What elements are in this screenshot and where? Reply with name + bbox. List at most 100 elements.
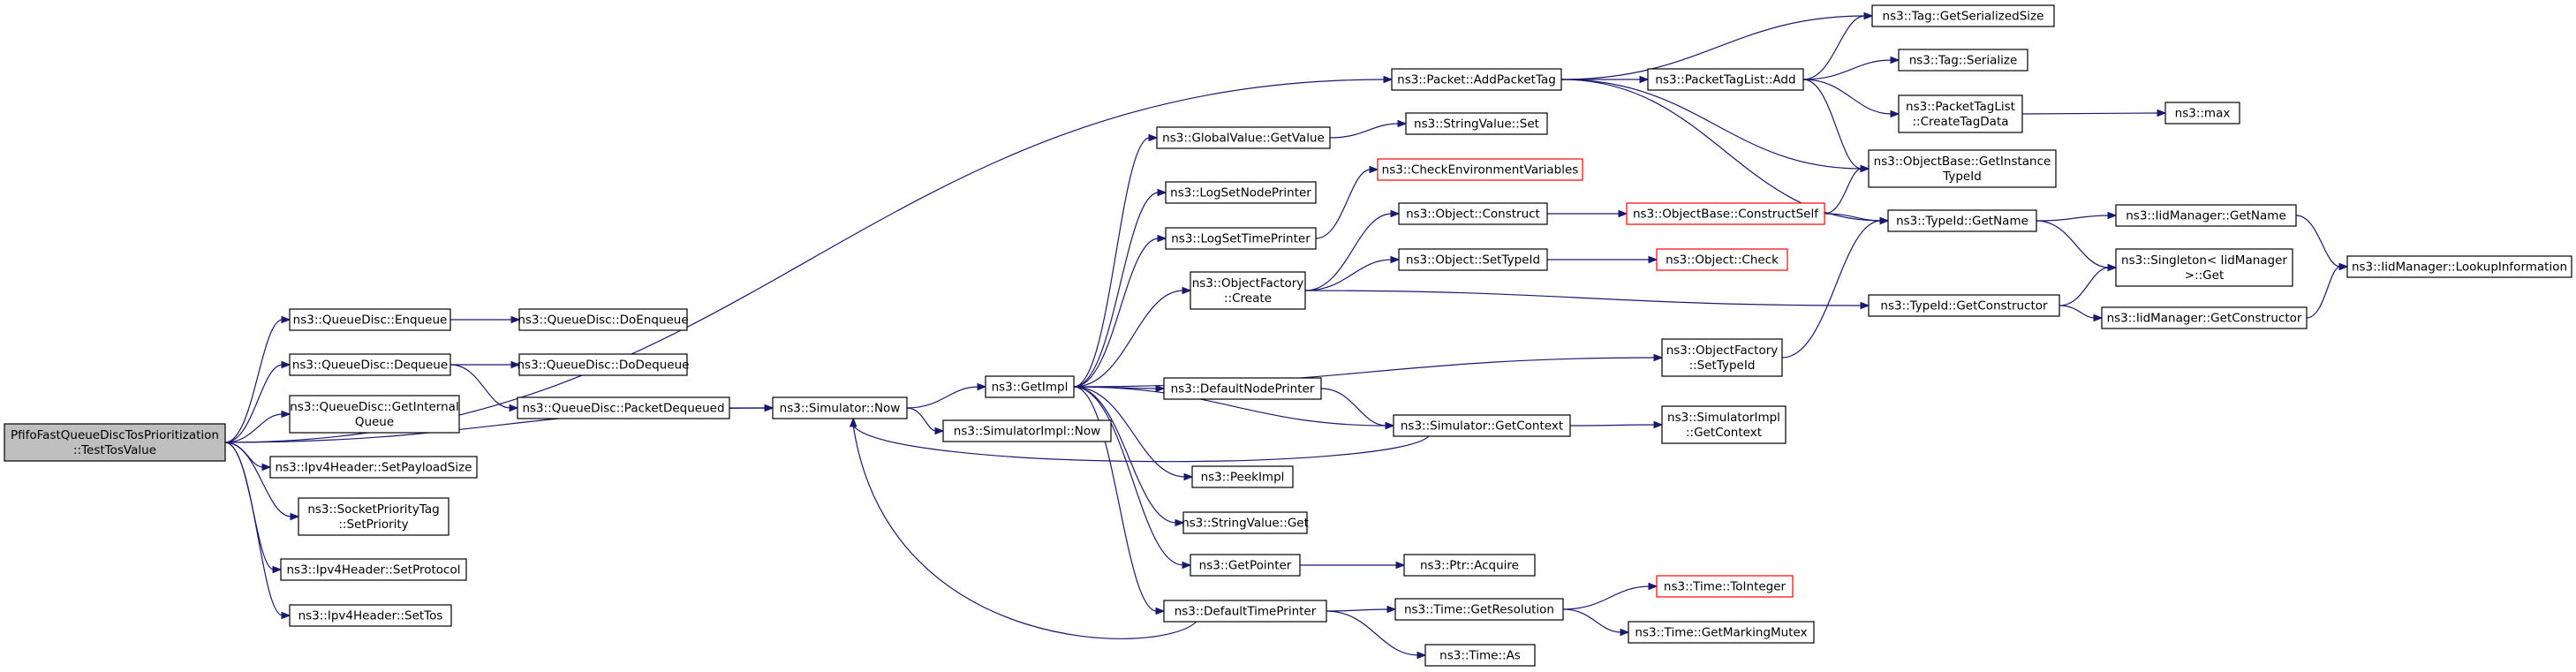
node-defaulttimeprinter[interactable]: ns3::DefaultTimePrinter xyxy=(1163,600,1327,623)
node-doenqueue[interactable]: ns3::QueueDisc::DoEnqueue xyxy=(517,308,689,331)
node-globalvalueget[interactable]: ns3::GlobalValue::GetValue xyxy=(1156,126,1331,149)
node-lookupinfo[interactable]: ns3::IidManager::LookupInformation xyxy=(2346,255,2572,278)
node-label: ns3::ObjectFactory xyxy=(1192,276,1304,291)
node-typeidgetname[interactable]: ns3::TypeId::GetName xyxy=(1887,209,2037,232)
edge-arrowhead xyxy=(2107,263,2118,272)
edge-line xyxy=(2059,305,2096,319)
node-label: ::Create xyxy=(1224,291,1272,306)
edge-getimpl-to-peekimpl xyxy=(1073,386,1194,481)
node-box xyxy=(1377,158,1583,181)
edge-line xyxy=(1802,79,1892,115)
edges-layer xyxy=(224,11,2349,660)
node-label: ns3::PacketTagList xyxy=(1906,100,2015,114)
node-label: ns3::Simulator::Now xyxy=(780,402,901,416)
edge-arrowhead xyxy=(510,315,521,324)
edge-arrowhead xyxy=(2093,313,2104,322)
node-stringvalueget[interactable]: ns3::StringValue::Get xyxy=(1182,511,1309,534)
node-simnow[interactable]: ns3::Simulator::Now xyxy=(772,396,908,419)
node-simgetcontext[interactable]: ns3::Simulator::GetContext xyxy=(1393,414,1571,437)
node-defaultnodeprinter[interactable]: ns3::DefaultNodePrinter xyxy=(1163,377,1322,400)
node-packetdequeued[interactable]: ns3::QueueDisc::PacketDequeued xyxy=(517,396,730,419)
node-addpackettag[interactable]: ns3::Packet::AddPacketTag xyxy=(1391,68,1562,91)
node-dodequeue[interactable]: ns3::QueueDisc::DoDequeue xyxy=(517,353,690,376)
edge-line xyxy=(224,442,264,468)
node-simimplnow[interactable]: ns3::SimulatorImpl::Now xyxy=(942,419,1112,442)
edge-arrowhead xyxy=(281,410,291,419)
node-label: ns3::Object::Check xyxy=(1666,253,1779,268)
node-box xyxy=(1165,181,1317,204)
node-timegetmarkingmutex[interactable]: ns3::Time::GetMarkingMutex xyxy=(1628,621,1815,644)
edge-arrowhead xyxy=(281,611,291,620)
edge-arrowhead xyxy=(2157,109,2167,117)
node-label: ns3::Tag::GetSerializedSize xyxy=(1883,10,2044,24)
edge-timegetresolution-to-timetointeger xyxy=(1562,582,1658,610)
node-simimplgetcontext[interactable]: ns3::SimulatorImpl::GetContext xyxy=(1661,405,1787,444)
node-setprotocol[interactable]: ns3::Ipv4Header::SetProtocol xyxy=(280,558,467,581)
node-label: ::GetContext xyxy=(1686,426,1762,440)
edge-dequeue-to-dodequeue xyxy=(449,360,521,369)
node-constructself[interactable]: ns3::ObjectBase::ConstructSelf xyxy=(1626,202,1825,225)
node-checkenv[interactable]: ns3::CheckEnvironmentVariables xyxy=(1377,158,1583,181)
node-objfactcreate[interactable]: ns3::ObjectFactory::Create xyxy=(1190,271,1306,310)
node-nsmax[interactable]: ns3::max xyxy=(2164,102,2240,125)
node-label: TypeId xyxy=(1942,170,1982,184)
node-packettaglistadd[interactable]: ns3::PacketTagList::Add xyxy=(1647,68,1804,91)
node-timetointeger[interactable]: ns3::Time::ToInteger xyxy=(1656,575,1794,598)
node-label: ns3::SimulatorImpl::Now xyxy=(954,425,1100,439)
node-dequeue[interactable]: ns3::QueueDisc::Dequeue xyxy=(289,353,451,376)
node-tagserializedsize[interactable]: ns3::Tag::GetSerializedSize xyxy=(1871,4,2055,27)
node-setpriority[interactable]: ns3::SocketPriorityTag::SetPriority xyxy=(298,497,449,536)
edge-arrowhead xyxy=(764,404,774,412)
node-stringvalueset[interactable]: ns3::StringValue::Set xyxy=(1405,112,1548,135)
node-box xyxy=(2346,255,2572,278)
edge-simgetcontext-to-simnow xyxy=(849,417,1430,463)
edge-line xyxy=(1326,610,1419,656)
node-createtagdata[interactable]: ns3::PacketTagList::CreateTagData xyxy=(1898,94,2023,133)
node-objfactsettypeid[interactable]: ns3::ObjectFactory::SetTypeId xyxy=(1661,338,1783,377)
node-iidgetconstructor[interactable]: ns3::IidManager::GetConstructor xyxy=(2101,306,2308,329)
edge-iidgetname-to-lookupinfo xyxy=(2295,215,2349,271)
node-setpayloadsize[interactable]: ns3::Ipv4Header::SetPayloadSize xyxy=(269,456,478,479)
node-label: ns3::QueueDisc::PacketDequeued xyxy=(522,402,724,416)
node-typeidgetconstructor[interactable]: ns3::TypeId::GetConstructor xyxy=(1868,294,2060,317)
node-ptracquire[interactable]: ns3::Ptr::Acquire xyxy=(1403,554,1536,577)
edge-constructself-to-getinstancetypeid xyxy=(1824,164,1870,215)
node-label: Queue xyxy=(355,415,394,429)
node-box xyxy=(1190,554,1301,577)
node-settos[interactable]: ns3::Ipv4Header::SetTos xyxy=(289,604,452,627)
node-box xyxy=(1182,511,1308,534)
edge-packettaglistadd-to-tagserialize xyxy=(1802,56,1900,80)
edge-globalvalueget-to-stringvalueset xyxy=(1329,119,1408,139)
edge-getimpl-to-logtimeprinter xyxy=(1073,234,1167,388)
node-logtimeprinter[interactable]: ns3::LogSetTimePrinter xyxy=(1165,227,1317,250)
node-enqueue[interactable]: ns3::QueueDisc::Enqueue xyxy=(289,308,451,331)
node-timegetresolution[interactable]: ns3::Time::GetResolution xyxy=(1394,598,1564,621)
node-objconstruct[interactable]: ns3::Object::Construct xyxy=(1398,202,1548,225)
edge-line xyxy=(1560,15,1866,80)
node-singletonget[interactable]: ns3::Singleton< IidManager >::Get xyxy=(2115,248,2293,287)
node-root[interactable]: PfifoFastQueueDiscTosPrioritization::Tes… xyxy=(4,423,226,462)
node-tagserialize[interactable]: ns3::Tag::Serialize xyxy=(1898,49,2028,72)
node-getpointer[interactable]: ns3::GetPointer xyxy=(1190,554,1301,577)
edge-line xyxy=(1562,608,1622,633)
edge-getimpl-to-getpointer xyxy=(1073,386,1192,570)
node-objsettypeid[interactable]: ns3::Object::SetTypeId xyxy=(1398,248,1548,271)
edge-arrowhead xyxy=(1157,234,1167,243)
edge-getpointer-to-ptracquire xyxy=(1299,561,1406,570)
edge-typeidgetname-to-iidgetname xyxy=(2036,211,2118,222)
node-lognodeprinter[interactable]: ns3::LogSetNodePrinter xyxy=(1165,181,1317,204)
node-timeas[interactable]: ns3::Time::As xyxy=(1424,644,1536,667)
node-label: ns3::PeekImpl xyxy=(1201,471,1285,485)
node-peekimpl[interactable]: ns3::PeekImpl xyxy=(1191,465,1294,488)
node-objcheck[interactable]: ns3::Object::Check xyxy=(1656,248,1788,271)
node-iidgetname[interactable]: ns3::IidManager::GetName xyxy=(2115,204,2297,227)
node-getimpl[interactable]: ns3::GetImpl xyxy=(985,375,1075,398)
edge-arrowhead xyxy=(1395,561,1406,570)
node-label: ::SetPriority xyxy=(338,517,408,532)
node-label: ns3::Time::As xyxy=(1439,649,1521,663)
node-box xyxy=(1898,49,2028,72)
node-box xyxy=(4,423,226,462)
node-box xyxy=(1403,554,1536,577)
